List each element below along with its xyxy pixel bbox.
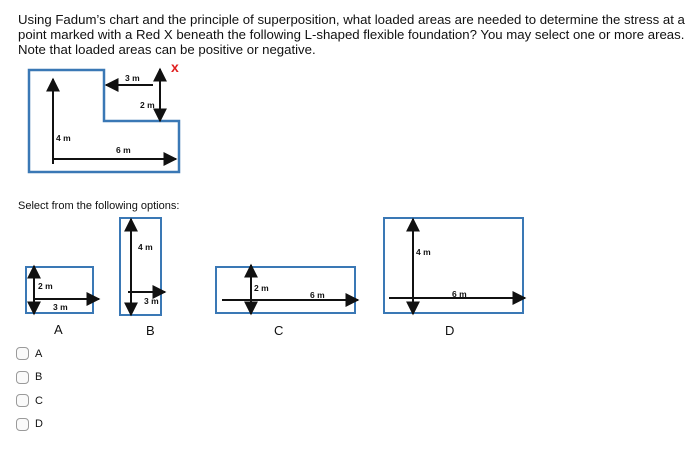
figure-d-rect <box>383 217 524 314</box>
option-b-checkbox[interactable] <box>16 370 29 384</box>
l-shape-outline <box>27 68 181 174</box>
main-4m-label: 4 m <box>56 133 71 143</box>
figure-c-width-label: 6 m <box>310 290 325 300</box>
option-b-label: B <box>35 371 43 384</box>
option-figure-c: 2 m 6 m C <box>215 263 360 338</box>
figure-b-rect <box>119 217 162 316</box>
figure-a-height-label: 2 m <box>38 281 53 291</box>
option-c-label: C <box>35 394 43 407</box>
main-3m-label: 3 m <box>125 73 140 83</box>
option-c-checkbox[interactable] <box>16 394 29 408</box>
figure-c-height-label: 2 m <box>254 283 269 293</box>
figure-b-letter: B <box>146 323 155 338</box>
select-prompt: Select from the following options: <box>18 200 180 212</box>
option-c[interactable]: C <box>16 389 43 413</box>
option-d[interactable]: D <box>16 413 43 437</box>
option-figure-b: 4 m 3 m B <box>119 217 167 338</box>
figure-c-rect <box>215 266 356 314</box>
option-b[interactable]: B <box>16 366 43 390</box>
option-a[interactable]: A <box>16 342 43 366</box>
figure-d-width-label: 6 m <box>452 289 467 299</box>
figure-b-height-label: 4 m <box>138 242 153 252</box>
option-d-label: D <box>35 418 43 431</box>
answer-options: A B C D <box>16 342 43 436</box>
figure-d-letter: D <box>445 323 454 338</box>
option-a-checkbox[interactable] <box>16 347 29 361</box>
figure-a-width-label: 3 m <box>53 302 68 312</box>
figure-a-letter: A <box>54 322 63 337</box>
figure-a-rect <box>25 266 94 314</box>
red-x-marker: x <box>171 59 179 75</box>
option-d-checkbox[interactable] <box>16 417 29 431</box>
main-2m-label: 2 m <box>140 100 155 110</box>
option-a-label: A <box>35 347 43 360</box>
question-text: Using Fadum’s chart and the principle of… <box>18 12 685 57</box>
option-figure-a: 2 m 3 m A <box>25 264 101 337</box>
figure-b-width-label: 3 m <box>144 296 159 306</box>
l-shaped-foundation-figure: 3 m 2 m x 4 m 6 m <box>27 59 181 174</box>
option-figure-d: 4 m 6 m D <box>383 217 527 338</box>
figure-d-height-label: 4 m <box>416 247 431 257</box>
figure-c-letter: C <box>274 323 283 338</box>
main-6m-label: 6 m <box>116 145 131 155</box>
